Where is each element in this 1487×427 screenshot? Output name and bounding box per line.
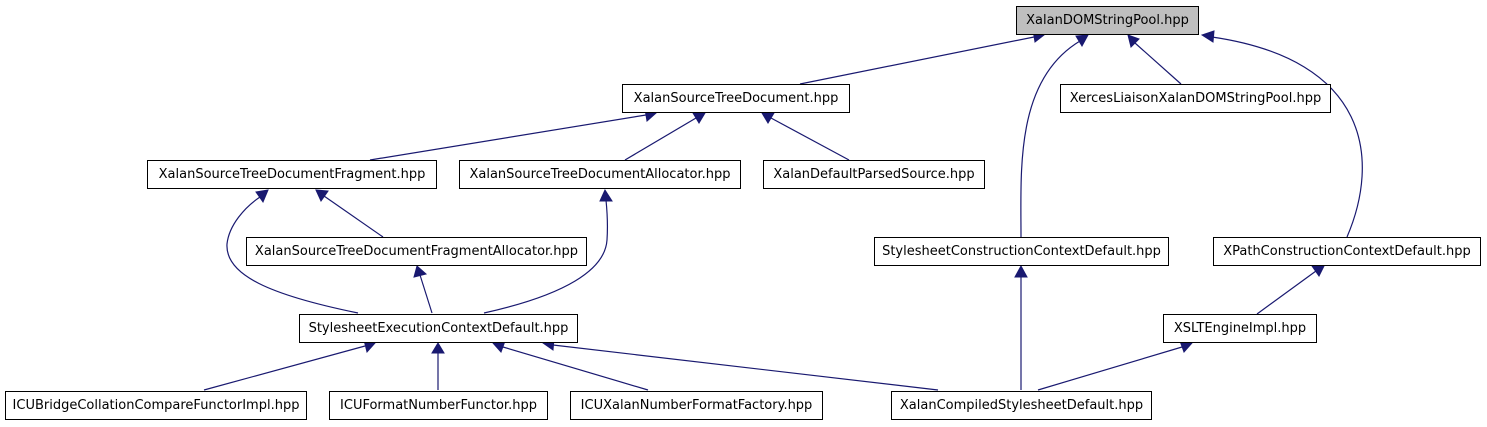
edge-n1-n0	[799, 36, 1035, 85]
edge-n14-n10	[1037, 346, 1183, 391]
arrowhead	[1075, 34, 1089, 48]
node-xalan-source-tree-document-allocator[interactable]: XalanSourceTreeDocumentAllocator.hpp	[459, 160, 741, 189]
edge-n11-n9	[203, 345, 366, 391]
edge-n9-n3	[226, 196, 359, 314]
edge-n9-n4	[483, 199, 609, 314]
arrowhead	[761, 112, 775, 124]
arrowhead	[1311, 265, 1325, 277]
edge-n7-n0	[1020, 40, 1081, 238]
node-xalan-source-tree-document[interactable]: XalanSourceTreeDocument.hpp	[622, 84, 850, 113]
arrowhead	[255, 189, 269, 204]
node-xalan-compiled-stylesheet-default[interactable]: XalanCompiledStylesheetDefault.hpp	[891, 391, 1152, 420]
node-xslt-engine-impl[interactable]: XSLTEngineImpl.hpp	[1163, 314, 1317, 343]
edge-n10-n8	[1256, 270, 1317, 315]
arrowhead	[431, 342, 445, 354]
node-xalan-source-tree-document-fragment-allocator[interactable]: XalanSourceTreeDocumentFragmentAllocator…	[246, 237, 587, 266]
edge-n9-n6	[419, 274, 433, 314]
arrowhead	[413, 265, 428, 278]
edge-n3-n1	[369, 114, 647, 161]
edge-n4-n1	[624, 117, 697, 161]
node-stylesheet-execution-context-default[interactable]: StylesheetExecutionContextDefault.hpp	[299, 314, 578, 343]
arrowhead	[692, 112, 706, 124]
edge-n14-n9	[552, 344, 939, 391]
arrowhead	[599, 188, 613, 202]
edge-n6-n3	[323, 195, 384, 238]
edge-n8-n0	[1211, 36, 1363, 238]
node-icu-format-number-functor[interactable]: ICUFormatNumberFunctor.hpp	[329, 391, 548, 420]
node-stylesheet-construction-context-default[interactable]: StylesheetConstructionContextDefault.hpp	[874, 237, 1169, 266]
node-xalan-dom-string-pool: XalanDOMStringPool.hpp	[1016, 6, 1199, 35]
node-xalan-source-tree-document-fragment[interactable]: XalanSourceTreeDocumentFragment.hpp	[147, 160, 437, 189]
node-icu-bridge-collation-compare-functor-impl[interactable]: ICUBridgeCollationCompareFunctorImpl.hpp	[5, 391, 307, 420]
node-xerces-liaison-xalan-dom-string-pool[interactable]: XercesLiaisonXalanDOMStringPool.hpp	[1060, 84, 1331, 113]
arrowhead	[1200, 30, 1215, 43]
node-icu-xalan-number-format-factory[interactable]: ICUXalanNumberFormatFactory.hpp	[570, 391, 823, 420]
node-xpath-construction-context-default[interactable]: XPathConstructionContextDefault.hpp	[1213, 237, 1481, 266]
edge-n13-n9	[502, 346, 649, 391]
node-xalan-default-parsed-source[interactable]: XalanDefaultParsedSource.hpp	[763, 160, 985, 189]
arrowhead	[315, 189, 329, 203]
edge-n2-n0	[1134, 42, 1182, 85]
edge-n5-n1	[770, 117, 850, 161]
arrowhead	[1014, 264, 1028, 278]
arrowhead	[1127, 34, 1140, 48]
